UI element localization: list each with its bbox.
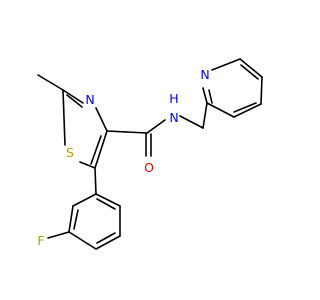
atom-label-o-carbonyl: O (144, 160, 154, 175)
bond (62, 89, 84, 104)
bond (95, 107, 108, 132)
atom-label-n-thiazole: N (85, 92, 94, 107)
bond (68, 231, 97, 250)
atom-label-n-amide: N (169, 110, 178, 125)
bond (239, 58, 263, 78)
atom-label-n-pyridine: N (200, 67, 209, 82)
atom-label-s-thiazole: S (66, 145, 74, 160)
bond (62, 89, 66, 146)
bond (47, 231, 70, 239)
bond (233, 102, 257, 113)
bond (94, 130, 108, 169)
bond (96, 232, 116, 244)
atom-labels: N S O N H N F (37, 67, 209, 248)
bond (96, 198, 116, 210)
bond (95, 235, 121, 250)
bond (211, 58, 241, 71)
bond (208, 89, 213, 104)
atom-label-h-amide: H (169, 91, 178, 106)
bond (202, 102, 208, 129)
bond (72, 193, 97, 207)
bond (106, 130, 148, 134)
bond (233, 103, 262, 118)
bond (66, 94, 83, 108)
atom-label-f: F (37, 233, 44, 248)
bond (90, 135, 102, 165)
bond (202, 87, 208, 104)
bond (240, 64, 259, 80)
bond (146, 119, 166, 134)
bond (95, 193, 121, 207)
bond (260, 76, 263, 105)
bond (37, 74, 64, 91)
bond (68, 205, 74, 233)
bond (79, 161, 96, 169)
molecule-canvas: N S O N H N F (37, 58, 263, 250)
bond (94, 167, 97, 195)
bonds (37, 58, 263, 250)
bond (73, 209, 79, 230)
bond (179, 115, 204, 129)
bond (206, 102, 235, 118)
